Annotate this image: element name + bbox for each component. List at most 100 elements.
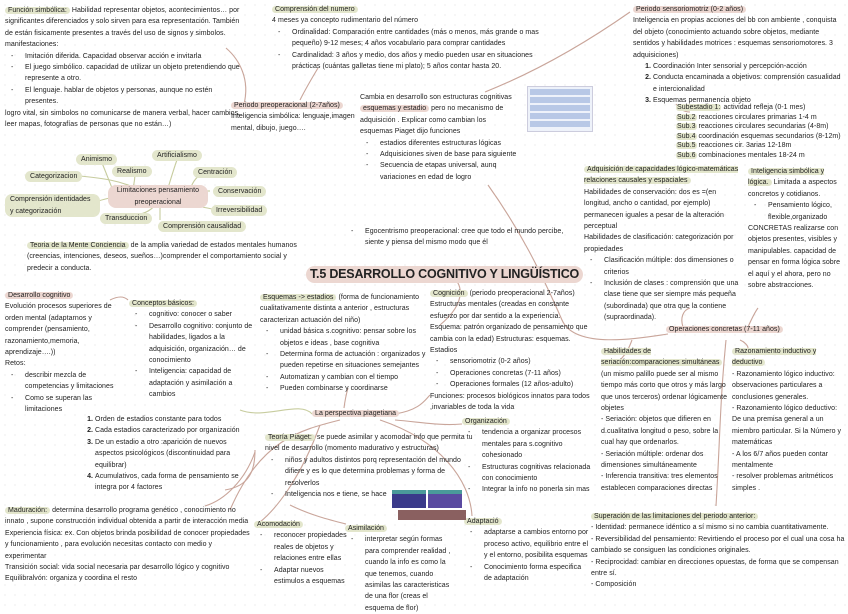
game-thumbnail-image[interactable] <box>392 490 426 508</box>
node-label: Desarrollo cognitivo <box>5 292 74 299</box>
list-item: Integrar la info no ponerla sin mas <box>468 484 592 496</box>
node-adquisicion[interactable]: Adquisición de capacidades lógico-matemá… <box>584 164 744 324</box>
bullet-list: Coordinación Inter sensorial y percepció… <box>633 61 845 107</box>
limitacion-node[interactable]: Comprensión identidades y categorización <box>5 194 100 217</box>
node-label: Teoría Piaget: <box>265 434 315 441</box>
bullet-list: Imitación diferida. Capacidad observar a… <box>5 51 245 108</box>
game-thumbnail-image[interactable] <box>432 510 466 520</box>
node-sensoriomotriz[interactable]: Periodo sensoriomotriz (0-2 años)Intelig… <box>633 4 845 107</box>
list-item: Adquisiciones siven de base para siguien… <box>366 149 520 161</box>
node-header: Periodo preoperacional (2-7años) <box>231 100 361 111</box>
substages-list: Subestadio 1: actividad refleja (0-1 mes… <box>676 103 848 161</box>
node-text: determina desarrollo programa genético ,… <box>5 507 249 526</box>
node-paragraph: Funciones: procesos biológicos innatos p… <box>430 392 590 412</box>
substage-item: Sub.3 reacciones circulares secundarias … <box>676 122 848 132</box>
node-maduracion[interactable]: Maduración: determina desarrollo program… <box>5 505 250 585</box>
node-text: se puede asimilar y acomodar info que pe… <box>265 434 473 453</box>
list-item: Operaciones formales (12 años-adulto) <box>436 379 592 391</box>
bullet-list: Egocentrismo preoperacional: cree que to… <box>345 226 565 249</box>
node-label: Función simbólica: <box>5 7 70 14</box>
node-text: de la amplia variedad de estados mentale… <box>27 242 297 272</box>
node-header: Organización <box>462 416 592 427</box>
list-item: Orden de estadios constante para todos <box>95 414 250 425</box>
node-cambia[interactable]: Cambia en desarrollo son estructuras cog… <box>360 92 520 183</box>
limitacion-node[interactable]: Irreversibilidad <box>211 205 268 216</box>
list-item: Secuencia de etapas universal, aunq vari… <box>366 160 520 183</box>
node-text: (periodo preoperacional 2-7años) Estruct… <box>430 290 588 355</box>
substage-text: reacciones cir. 3arias 12-18m <box>698 142 792 150</box>
node-label: Organización <box>462 418 510 425</box>
node-periodo-preoperacional[interactable]: Periodo preoperacional (2-7años)Intelige… <box>231 100 361 134</box>
limitacion-node[interactable]: Comprensión causalidad <box>158 221 247 232</box>
node-label: Asimilación <box>345 525 387 532</box>
bullet-list: estadios diferentes estructuras lógicasA… <box>360 138 520 184</box>
node-label: Superación de las limitaciones del perio… <box>591 513 759 520</box>
substage-item: Sub.4 coordinación esquemas secundarios … <box>676 132 848 142</box>
node-inteligencia-logica[interactable]: Inteligencia simbólica y lógica. Limitad… <box>748 166 845 291</box>
game-thumbnail-image[interactable] <box>398 510 432 520</box>
limitacion-node[interactable]: Categorizacion <box>25 171 83 182</box>
limitaciones-center-node[interactable]: Limitaciones pensamiento preoperacional <box>108 185 208 208</box>
node-asimilacion[interactable]: Asimilación interpretar según formas para… <box>345 523 455 614</box>
node-teoria-piaget[interactable]: Teoría Piaget: se puede asimilar y acomo… <box>265 432 475 501</box>
node-acomodacion[interactable]: Acomodaciónreconocer propiedades reales … <box>254 519 349 587</box>
limitacion-node[interactable]: Conservación <box>213 186 267 197</box>
limitacion-node[interactable]: Centración <box>193 167 238 178</box>
list-item: Clasificación múltiple: dos dimensiones … <box>590 255 744 278</box>
node-superacion[interactable]: Superación de las limitaciones del perio… <box>591 511 846 591</box>
node-header: Función simbólica: Habilidad representar… <box>5 5 245 51</box>
node-paragraph: - Identidad: permanece idéntico a sí mis… <box>591 524 829 532</box>
node-paragraph: - Reciprocidad: cambiar en direcciones o… <box>591 558 839 578</box>
limitacion-node[interactable]: Realismo <box>112 166 152 177</box>
node-header: Esquemas -> estadios (forma de funcionam… <box>260 292 438 326</box>
node-header: Teoría Piaget: se puede asimilar y acomo… <box>265 432 475 455</box>
node-operaciones-concretas[interactable]: Operaciones concretas (7-11 años) <box>666 324 826 335</box>
node-teoria-mente[interactable]: Teoria de la Mente Conciencia de la ampl… <box>27 240 307 274</box>
list-item: Egocentrismo preoperacional: cree que to… <box>351 226 565 249</box>
limitacion-node[interactable]: Transduccion <box>100 213 153 224</box>
node-header: Razonamiento inductivo y deductivo <box>732 346 847 369</box>
node-paragraph: Experiencia física: ex. Con objetos brin… <box>5 529 250 560</box>
game-thumbnail-image[interactable] <box>428 490 462 508</box>
list-item: Determina forma de actuación : organizad… <box>266 349 438 372</box>
node-estadios-lista[interactable]: Orden de estadios constante para todosCa… <box>75 414 250 494</box>
list-item: adaptarse a cambios entorno por proceso … <box>470 527 589 561</box>
bullet-list: Ordinalidad: Comparación entre cantidade… <box>272 27 547 73</box>
table-thumbnail-image[interactable] <box>527 86 593 132</box>
list-item: Adaptar nuevos estimulos a esquemas <box>260 565 349 588</box>
node-cognicion[interactable]: Cognición (periodo preoperacional 2-7año… <box>430 288 592 413</box>
node-paragraph: - Inferencia transitiva: tres elementos … <box>601 473 718 492</box>
node-perspectiva[interactable]: La perspectiva piagetiana <box>312 408 412 419</box>
node-conceptos-basicos[interactable]: Conceptos básicos:cognitivo: conocer o s… <box>129 298 254 401</box>
node-seriacion[interactable]: Habilidades de seriación:comparaciones s… <box>601 346 729 494</box>
node-header: Conceptos básicos: <box>129 298 254 309</box>
list-item: describir mezcla de competencias y limit… <box>11 370 121 393</box>
list-item: interpretar según formas para comprender… <box>351 534 455 614</box>
bullet-list: unidad básica s.cognitivo: pensar sobre … <box>260 326 438 395</box>
node-adaptacion[interactable]: Adaptacióadaptarse a cambios entorno por… <box>464 516 589 584</box>
substage-text: combinaciones mentales 18-24 m <box>698 151 805 159</box>
node-organizacion[interactable]: Organizacióntendencia a organizar proces… <box>462 416 592 496</box>
list-item: Pueden combinarse y coordinarse <box>266 383 438 395</box>
node-label: Razonamiento inductivo y deductivo <box>732 348 817 367</box>
list-item: El lenguaje. hablar de objetos y persona… <box>11 85 245 108</box>
substage-text: actividad refleja (0-1 mes) <box>723 104 806 111</box>
node-header: Teoria de la Mente Conciencia de la ampl… <box>27 240 307 274</box>
list-item: Operaciones concretas (7-11 años) <box>436 368 592 380</box>
node-text: (forma de funcionamiento cualitativament… <box>260 294 420 324</box>
node-esquemas[interactable]: Esquemas -> estadios (forma de funcionam… <box>260 292 438 395</box>
node-razonamiento[interactable]: Razonamiento inductivo y deductivo- Razo… <box>732 346 847 494</box>
list-item: Cada estadios caracterizado por organiza… <box>95 425 250 436</box>
node-paragraph: Transición social: vida social necesaria… <box>5 564 230 572</box>
node-paragraph: 4 meses ya concepto rudimentario del núm… <box>272 17 419 25</box>
limitacion-node[interactable]: Artificialismo <box>152 150 202 161</box>
node-egocentrismo[interactable]: Egocentrismo preoperacional: cree que to… <box>345 226 565 249</box>
list-item: De un estadio a otro :aparición de nuevo… <box>95 437 250 471</box>
limitacion-node[interactable]: Animismo <box>76 154 118 165</box>
node-header: Adaptació <box>464 516 589 527</box>
node-funcion-simbolica[interactable]: Función simbólica: Habilidad representar… <box>5 5 245 130</box>
list-item: Pensamiento lógico, flexible,organizado <box>754 200 845 223</box>
list-item: unidad básica s.cognitivo: pensar sobre … <box>266 326 438 349</box>
